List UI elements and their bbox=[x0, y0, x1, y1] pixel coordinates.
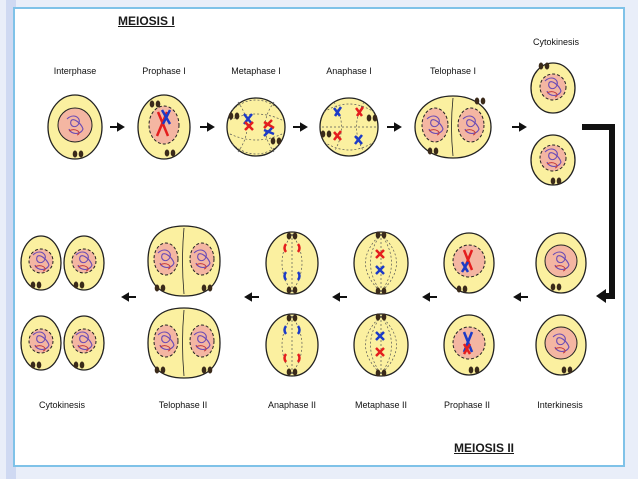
meiosis-2-title: MEIOSIS II bbox=[454, 441, 515, 455]
diagram-frame bbox=[13, 7, 625, 467]
label-telophase-2: Telophase II bbox=[158, 400, 208, 410]
label-prophase-1: Prophase I bbox=[142, 66, 186, 76]
arrow-9 bbox=[244, 292, 259, 302]
cell-interkinesis-bottom bbox=[535, 314, 587, 376]
label-cytokinesis-1: Cytokinesis bbox=[532, 37, 579, 47]
arrow-7 bbox=[422, 292, 437, 302]
cell-interkinesis-top bbox=[535, 232, 587, 294]
label-telophase-1: Telophase I bbox=[429, 66, 477, 76]
cell-metaphase-2-top bbox=[353, 231, 409, 295]
arrow-1 bbox=[110, 122, 125, 132]
cell-anaphase-2-bottom bbox=[265, 313, 319, 377]
slide-side-strip bbox=[6, 0, 16, 479]
arrow-5 bbox=[512, 122, 527, 132]
label-interkinesis: Interkinesis bbox=[537, 400, 583, 410]
cell-cytokinesis-1-bottom bbox=[530, 134, 576, 186]
cell-cytokinesis-1-top bbox=[530, 62, 576, 114]
label-anaphase-2: Anaphase II bbox=[267, 400, 317, 410]
cell-telophase-2-bottom bbox=[147, 307, 221, 379]
label-cytokinesis-2: Cytokinesis bbox=[38, 400, 85, 410]
label-anaphase-1: Anaphase I bbox=[326, 66, 372, 76]
label-prophase-2: Prophase II bbox=[443, 400, 491, 410]
label-metaphase-1: Metaphase I bbox=[231, 66, 281, 76]
arrow-2 bbox=[200, 122, 215, 132]
cell-cytokinesis-2-c bbox=[20, 315, 62, 371]
arrow-6 bbox=[513, 292, 528, 302]
cell-interphase bbox=[47, 94, 103, 160]
cell-cytokinesis-2-d bbox=[63, 315, 105, 371]
cell-cytokinesis-2-b bbox=[63, 235, 105, 291]
cell-prophase-1 bbox=[137, 94, 191, 160]
arrow-8 bbox=[332, 292, 347, 302]
cell-cytokinesis-2-a bbox=[20, 235, 62, 291]
connector-arrow bbox=[582, 124, 615, 299]
arrow-3 bbox=[293, 122, 308, 132]
cell-telophase-2-top bbox=[147, 225, 221, 297]
cell-prophase-2-top bbox=[443, 232, 495, 294]
cell-metaphase-2-bottom bbox=[353, 313, 409, 377]
meiosis-1-title: MEIOSIS I bbox=[118, 14, 175, 28]
cell-prophase-2-bottom bbox=[443, 314, 495, 376]
label-metaphase-2: Metaphase II bbox=[354, 400, 408, 410]
arrow-4 bbox=[387, 122, 402, 132]
cell-anaphase-2-top bbox=[265, 231, 319, 295]
cell-metaphase-1 bbox=[226, 97, 286, 157]
label-interphase: Interphase bbox=[53, 66, 97, 76]
cell-telophase-1 bbox=[414, 95, 492, 159]
arrow-10 bbox=[121, 292, 136, 302]
cell-anaphase-1 bbox=[319, 97, 379, 157]
